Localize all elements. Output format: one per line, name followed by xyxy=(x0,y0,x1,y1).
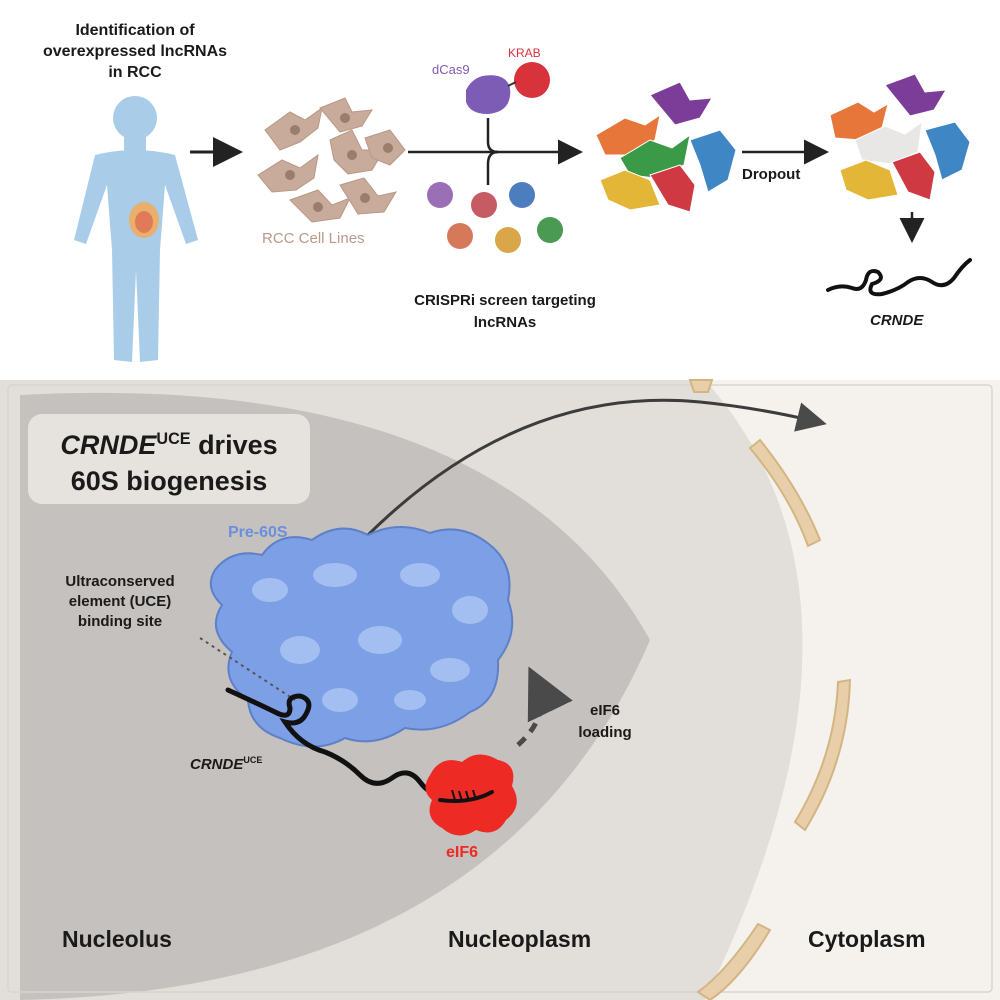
cytoplasm-label: Cytoplasm xyxy=(808,926,926,952)
crnde-uce-label: CRNDEUCE xyxy=(190,755,262,773)
nuclear-envelope xyxy=(688,379,852,1000)
top-panel-background xyxy=(0,0,1000,380)
krab-domain-icon xyxy=(514,62,550,98)
uce-site-line-1: Ultraconserved xyxy=(65,573,175,590)
title-rest: drives xyxy=(190,430,278,460)
crispri-label: CRISPRi screen targeting lncRNAs xyxy=(375,290,635,334)
human-body-icon xyxy=(74,96,198,362)
crnde-label: CRNDE xyxy=(870,312,924,329)
title-label: CRNDEUCE drives 60S biogenesis xyxy=(28,421,310,499)
title-box xyxy=(28,414,310,504)
crnde-uce-rna-icon xyxy=(225,687,491,799)
eif6-protein-icon xyxy=(425,754,517,836)
rcc-nuclei xyxy=(285,113,393,212)
ribosome-texture xyxy=(252,563,488,712)
lentivirus-particles-icon xyxy=(427,182,563,253)
uce-site-pointer xyxy=(199,637,296,701)
uce-site-line-2: element (UCE) xyxy=(68,593,172,610)
title-line-2: 60S biogenesis xyxy=(70,466,268,496)
uce-site-line-3: binding site xyxy=(77,613,163,630)
title-line-1: CRNDEUCE drives xyxy=(28,421,310,463)
kidney-icon xyxy=(129,202,159,238)
screened-cells-icon xyxy=(595,81,737,213)
crnde-uce-rna-tail xyxy=(438,790,494,803)
pre60s-label: Pre-60S xyxy=(228,524,288,541)
crnde-uce-sup: UCE xyxy=(243,755,263,765)
nucleolus-label: Nucleolus xyxy=(62,926,172,952)
eif6-label: eIF6 xyxy=(446,844,479,861)
dcas9-label: dCas9 xyxy=(432,62,470,77)
eif6-loading-line-2: loading xyxy=(578,724,632,741)
eif6-loading-arrow xyxy=(516,666,573,747)
identification-label: Identification of overexpressed lncRNAs … xyxy=(0,20,270,83)
dropout-cells-icon xyxy=(829,73,971,201)
identification-line-3: in RCC xyxy=(108,64,162,81)
title-sup: UCE xyxy=(156,430,191,448)
nucleoplasm-label: Nucleoplasm xyxy=(448,926,592,952)
title-gene: CRNDE xyxy=(60,430,157,460)
identification-line-1: Identification of xyxy=(75,22,195,39)
eif6-loading-label: eIF6 loading xyxy=(565,700,645,744)
bottom-panel-border xyxy=(7,384,993,993)
crispri-line-1: CRISPRi screen targeting xyxy=(414,292,596,309)
uce-site-label: Ultraconserved element (UCE) binding sit… xyxy=(30,572,210,632)
identification-line-2: overexpressed lncRNAs xyxy=(42,43,228,60)
krab-label: KRAB xyxy=(508,46,541,60)
eif6-loading-line-1: eIF6 xyxy=(589,702,620,719)
merge-arrow-viruses xyxy=(486,150,499,185)
export-arrow xyxy=(366,398,827,537)
crnde-rna-icon xyxy=(826,258,972,297)
rcc-cell-lines-label: RCC Cell Lines xyxy=(262,230,365,247)
crispri-line-2: lncRNAs xyxy=(473,314,537,331)
dcas9-protein-icon xyxy=(466,75,511,114)
dcas9-krab-linker xyxy=(507,81,517,87)
crnde-uce-gene: CRNDE xyxy=(190,756,244,773)
dropout-label: Dropout xyxy=(742,166,801,183)
